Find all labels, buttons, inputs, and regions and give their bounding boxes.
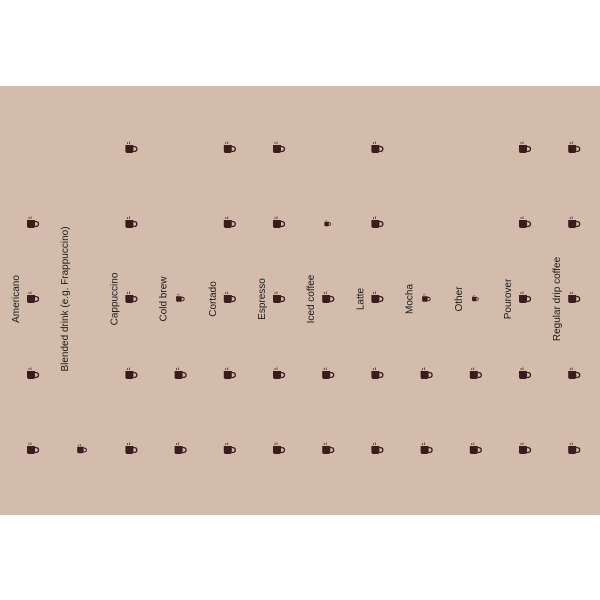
coffee-cup-icon [568, 291, 581, 303]
coffee-cup-icon [568, 367, 581, 379]
coffee-cup-icon [273, 291, 286, 303]
coffee-cup-icon [322, 442, 335, 454]
coffee-cup-icon [125, 216, 138, 228]
coffee-cup-icon [422, 293, 431, 302]
coffee-cup-icon [174, 367, 187, 379]
coffee-cup-icon [27, 291, 40, 303]
category-label-other: Other [454, 286, 465, 312]
coffee-cup-icon [125, 141, 138, 153]
coffee-cup-icon [420, 367, 433, 379]
coffee-cup-icon [27, 367, 40, 379]
coffee-cup-icon [420, 442, 433, 454]
coffee-cup-icon [371, 216, 384, 228]
category-label-blended-drink-e-g-frappuccino: Blended drink (e.g. Frappuccino) [60, 226, 71, 371]
cup-markers [27, 141, 581, 454]
coffee-cup-icon [322, 367, 335, 379]
plot-background [0, 86, 600, 515]
coffee-cup-icon [223, 141, 236, 153]
coffee-cup-icon [568, 216, 581, 228]
coffee-cup-icon [273, 141, 286, 153]
coffee-cup-icon [371, 291, 384, 303]
coffee-cup-icon [322, 291, 335, 303]
coffee-cup-icon [273, 216, 286, 228]
coffee-cup-icon [27, 216, 40, 228]
coffee-cup-icon [519, 442, 532, 454]
category-label-cortado: Cortado [208, 281, 219, 317]
coffee-cup-icon [174, 442, 187, 454]
category-label-cappuccino: Cappuccino [109, 272, 120, 325]
coffee-cup-icon [568, 442, 581, 454]
coffee-cup-icon [77, 443, 87, 454]
coffee-cup-icon [125, 367, 138, 379]
category-label-cold-brew: Cold brew [159, 276, 170, 322]
coffee-cup-icon [27, 442, 40, 454]
coffee-cup-icon [324, 219, 332, 227]
coffee-cup-icon [125, 291, 138, 303]
coffee-cup-icon [223, 216, 236, 228]
coffee-cup-icon [273, 442, 286, 454]
coffee-cup-icon [519, 367, 532, 379]
coffee-cup-icon [469, 367, 482, 379]
category-label-mocha: Mocha [405, 284, 416, 314]
coffee-cup-icon [519, 216, 532, 228]
coffee-cup-icon [273, 367, 286, 379]
coffee-cup-icon [469, 442, 482, 454]
coffee-cup-icon [519, 291, 532, 303]
coffee-cup-icon [371, 442, 384, 454]
coffee-cup-icon [568, 141, 581, 153]
coffee-cup-icon [176, 293, 185, 302]
coffee-cup-icon [519, 141, 532, 153]
coffee-cup-icon [472, 294, 479, 302]
coffee-cup-icon [125, 442, 138, 454]
category-label-latte: Latte [355, 287, 366, 310]
category-label-iced-coffee: Iced coffee [306, 274, 317, 323]
coffee-cup-icon [223, 442, 236, 454]
category-labels: Americano Blended drink (e.g. Frappuccino… [11, 226, 563, 371]
coffee-cup-icon [223, 367, 236, 379]
coffee-cup-icon [371, 367, 384, 379]
category-label-americano: Americano [11, 275, 22, 323]
coffee-cup-icon [223, 291, 236, 303]
category-label-pourover: Pourover [503, 278, 514, 319]
category-label-regular-drip-coffee: Regular drip coffee [552, 256, 563, 341]
category-label-espresso: Espresso [257, 278, 268, 320]
coffee-cup-icon [371, 141, 384, 153]
